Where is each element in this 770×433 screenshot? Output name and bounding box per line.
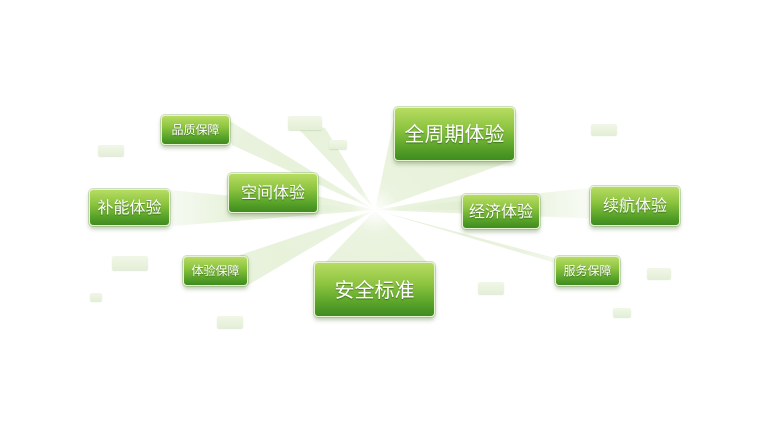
node-safety-standard: 安全标准 (314, 262, 435, 317)
node-label: 空间体验 (240, 183, 305, 202)
node-full-cycle-experience: 全周期体验 (394, 107, 515, 161)
decorative-tile (613, 308, 631, 317)
node-label: 经济体验 (468, 201, 533, 221)
node-label: 体验保障 (191, 264, 240, 278)
node-quality-guarantee: 品质保障 (161, 115, 230, 145)
decorative-tile (647, 268, 671, 279)
decorative-tile (329, 140, 347, 149)
ray-to-safety (318, 210, 435, 270)
decorative-tile (112, 256, 148, 270)
decorative-tile (90, 293, 102, 301)
decorative-tile (288, 116, 322, 130)
node-label: 全周期体验 (404, 122, 505, 146)
ray-to-quality (225, 118, 375, 210)
decorative-tile (98, 145, 124, 156)
node-label: 品质保障 (171, 123, 220, 137)
ray-upper-middle (290, 120, 375, 210)
decorative-tile (217, 316, 243, 328)
node-label: 安全标准 (334, 277, 415, 302)
node-experience-guarantee: 体验保障 (183, 256, 248, 286)
node-label: 续航体验 (602, 196, 667, 215)
ray-to-experience-guarantee (240, 210, 375, 285)
node-space-experience: 空间体验 (228, 173, 318, 213)
node-label: 补能体验 (97, 197, 162, 217)
node-service-guarantee: 服务保障 (555, 256, 620, 286)
decorative-tile (591, 124, 617, 135)
node-economy-experience: 经济体验 (462, 194, 540, 229)
node-recharge-experience: 补能体验 (89, 189, 170, 226)
node-endurance-experience: 续航体验 (590, 186, 680, 226)
decorative-tile (478, 282, 504, 294)
node-label: 服务保障 (563, 264, 612, 278)
